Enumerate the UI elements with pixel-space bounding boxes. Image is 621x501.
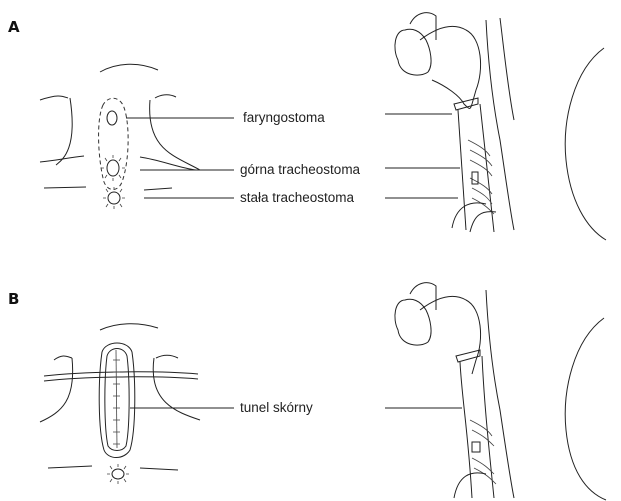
jaw-left-outline (40, 96, 68, 100)
posterior-pharynx-outline (500, 18, 514, 120)
incision-line-bottom (44, 377, 198, 381)
chin-outline (100, 64, 158, 72)
neck-left-outline (40, 358, 73, 422)
jaw-left-outline (54, 356, 72, 360)
collarbone-left-outline (48, 466, 92, 468)
label-permanent-tracheostoma: stała tracheostoma (240, 190, 355, 205)
stoma-sutures (107, 464, 129, 484)
label-skin-tunnel: tunel skórny (240, 400, 313, 415)
upper-tracheostoma-stoma (107, 160, 119, 176)
label-upper-tracheostoma: górna tracheostoma (240, 162, 361, 177)
jaw-right-outline (155, 95, 176, 98)
collarbone-right-outline (140, 468, 178, 470)
incision-line-top (44, 372, 198, 376)
neck-front-view-b (40, 324, 200, 484)
label-pharyngostoma: faryngostoma (243, 110, 325, 125)
collarbone-right-outline (144, 188, 172, 190)
pharynx-outline (420, 296, 481, 374)
back-of-neck-outline (565, 48, 606, 240)
panel-a: A faryngostoma górna tracheostoma stała … (8, 13, 606, 240)
sternum-outline (452, 203, 486, 228)
stoma-sutures (103, 187, 125, 209)
pharynx-outline (420, 26, 481, 108)
flap-suture-line (116, 350, 117, 448)
panel-b: B tunel skórny (8, 283, 606, 500)
panel-a-letter: A (8, 18, 20, 36)
tracheostoma-opening (472, 442, 480, 452)
sagittal-section-a (395, 13, 606, 240)
neck-right-outline (153, 358, 200, 420)
stoma-sutures (101, 155, 125, 181)
pharyngostoma-opening (454, 98, 478, 110)
permanent-tracheostoma-stoma (108, 192, 120, 204)
permanent-tracheostoma-stoma (112, 469, 124, 479)
spine-outline (486, 290, 514, 498)
panel-b-letter: B (8, 290, 19, 308)
sternum-outline (454, 473, 486, 498)
sagittal-section-b (395, 283, 606, 500)
collarbone-left-outline (44, 187, 86, 188)
chin-outline (100, 324, 158, 330)
trachea-front-wall (458, 110, 466, 230)
back-of-neck-outline (565, 318, 606, 500)
jaw-right-outline (156, 355, 178, 358)
clavicle-left-outline (40, 156, 84, 162)
pharyngostoma-stoma (107, 111, 117, 125)
neck-front-view-a (40, 64, 200, 209)
neck-right-outline (150, 100, 200, 170)
neck-left-outline (56, 98, 72, 165)
tunnel-front-wall (460, 362, 472, 498)
